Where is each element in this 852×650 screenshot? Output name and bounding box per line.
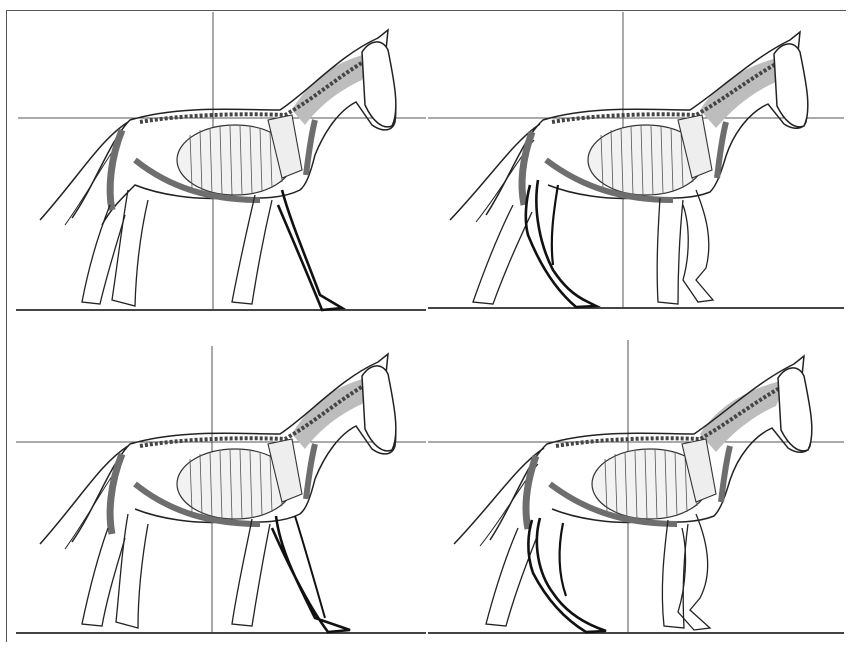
far-foreleg <box>657 198 683 304</box>
horse-skeleton-drawing <box>428 10 844 320</box>
near-hindleg <box>112 190 148 306</box>
panel-2 <box>428 10 844 320</box>
panel-4 <box>428 328 844 638</box>
muscle-band <box>526 456 536 529</box>
head <box>362 42 396 127</box>
horse-skeleton-drawing <box>428 328 844 638</box>
far-hindleg <box>82 528 125 626</box>
far-hindleg <box>486 528 538 626</box>
muscle-band <box>110 130 122 210</box>
panel-3 <box>10 328 426 638</box>
near-hindleg-highlight <box>528 518 606 632</box>
head <box>774 44 808 127</box>
head <box>778 368 812 451</box>
far-hindleg <box>473 205 532 304</box>
horse-skeleton-drawing <box>10 10 426 320</box>
near-hindleg-highlight <box>526 180 596 307</box>
far-foreleg <box>232 519 270 626</box>
head <box>362 366 396 451</box>
far-foreleg <box>232 195 272 304</box>
near-foreleg <box>683 190 713 302</box>
near-foreleg-highlight <box>272 516 350 632</box>
muscle-band <box>110 454 122 534</box>
nuchal-ligament <box>700 379 788 452</box>
horse-skeleton-drawing <box>10 328 426 638</box>
panel-1 <box>10 10 426 320</box>
near-foreleg-highlight <box>278 190 342 310</box>
near-hindleg <box>116 514 148 628</box>
